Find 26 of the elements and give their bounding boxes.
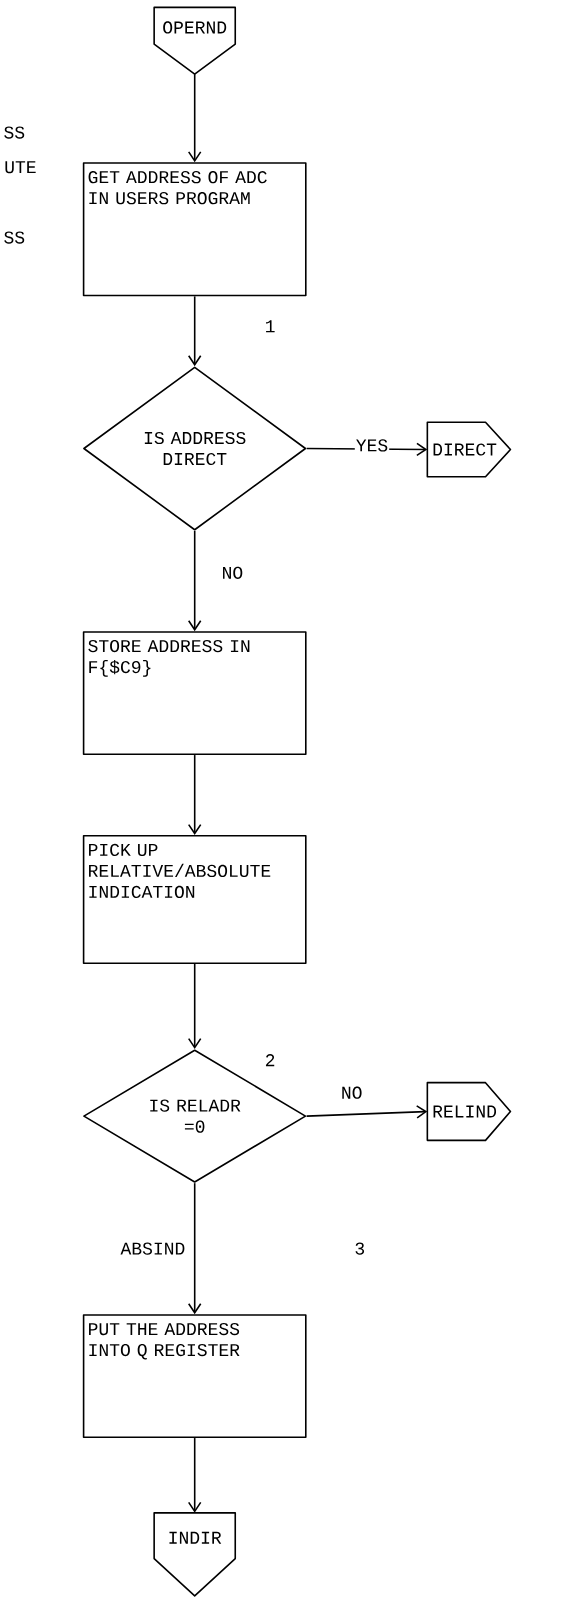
edge-label: NO xyxy=(342,1086,362,1099)
offpage-connector: DIRECT xyxy=(426,421,512,478)
edge-label: YES xyxy=(356,439,388,452)
process-box: GET ADDRESS OF ADC IN USERS PROGRAM xyxy=(82,162,307,297)
arrow xyxy=(187,1437,202,1513)
edge-label: ABSIND xyxy=(120,1242,185,1255)
cut-off-text: UTE xyxy=(5,161,36,174)
offpage-connector: INDIR xyxy=(153,1512,237,1597)
cut-off-text: SS xyxy=(4,231,25,244)
cut-off-text: SS xyxy=(4,126,25,139)
arrow xyxy=(187,963,202,1050)
callout-number: 3 xyxy=(355,1242,365,1255)
process-box: PICK UP RELATIVE/ABSOLUTE INDICATION xyxy=(82,835,307,964)
arrow xyxy=(187,754,202,835)
arrow xyxy=(187,530,202,632)
offpage-connector: OPERND xyxy=(153,6,237,76)
offpage-connector: RELIND xyxy=(426,1081,512,1142)
arrow xyxy=(187,1182,202,1315)
edge-label: NO xyxy=(223,566,243,579)
arrow xyxy=(187,73,202,163)
process-box: PUT THE ADDRESS INTO Q REGISTER xyxy=(82,1314,307,1439)
arrow xyxy=(305,1105,428,1119)
arrow xyxy=(187,295,202,367)
process-box: STORE ADDRESS IN F{$C9} xyxy=(82,631,307,756)
callout-number: 1 xyxy=(266,320,275,333)
callout-number: 2 xyxy=(265,1054,275,1067)
